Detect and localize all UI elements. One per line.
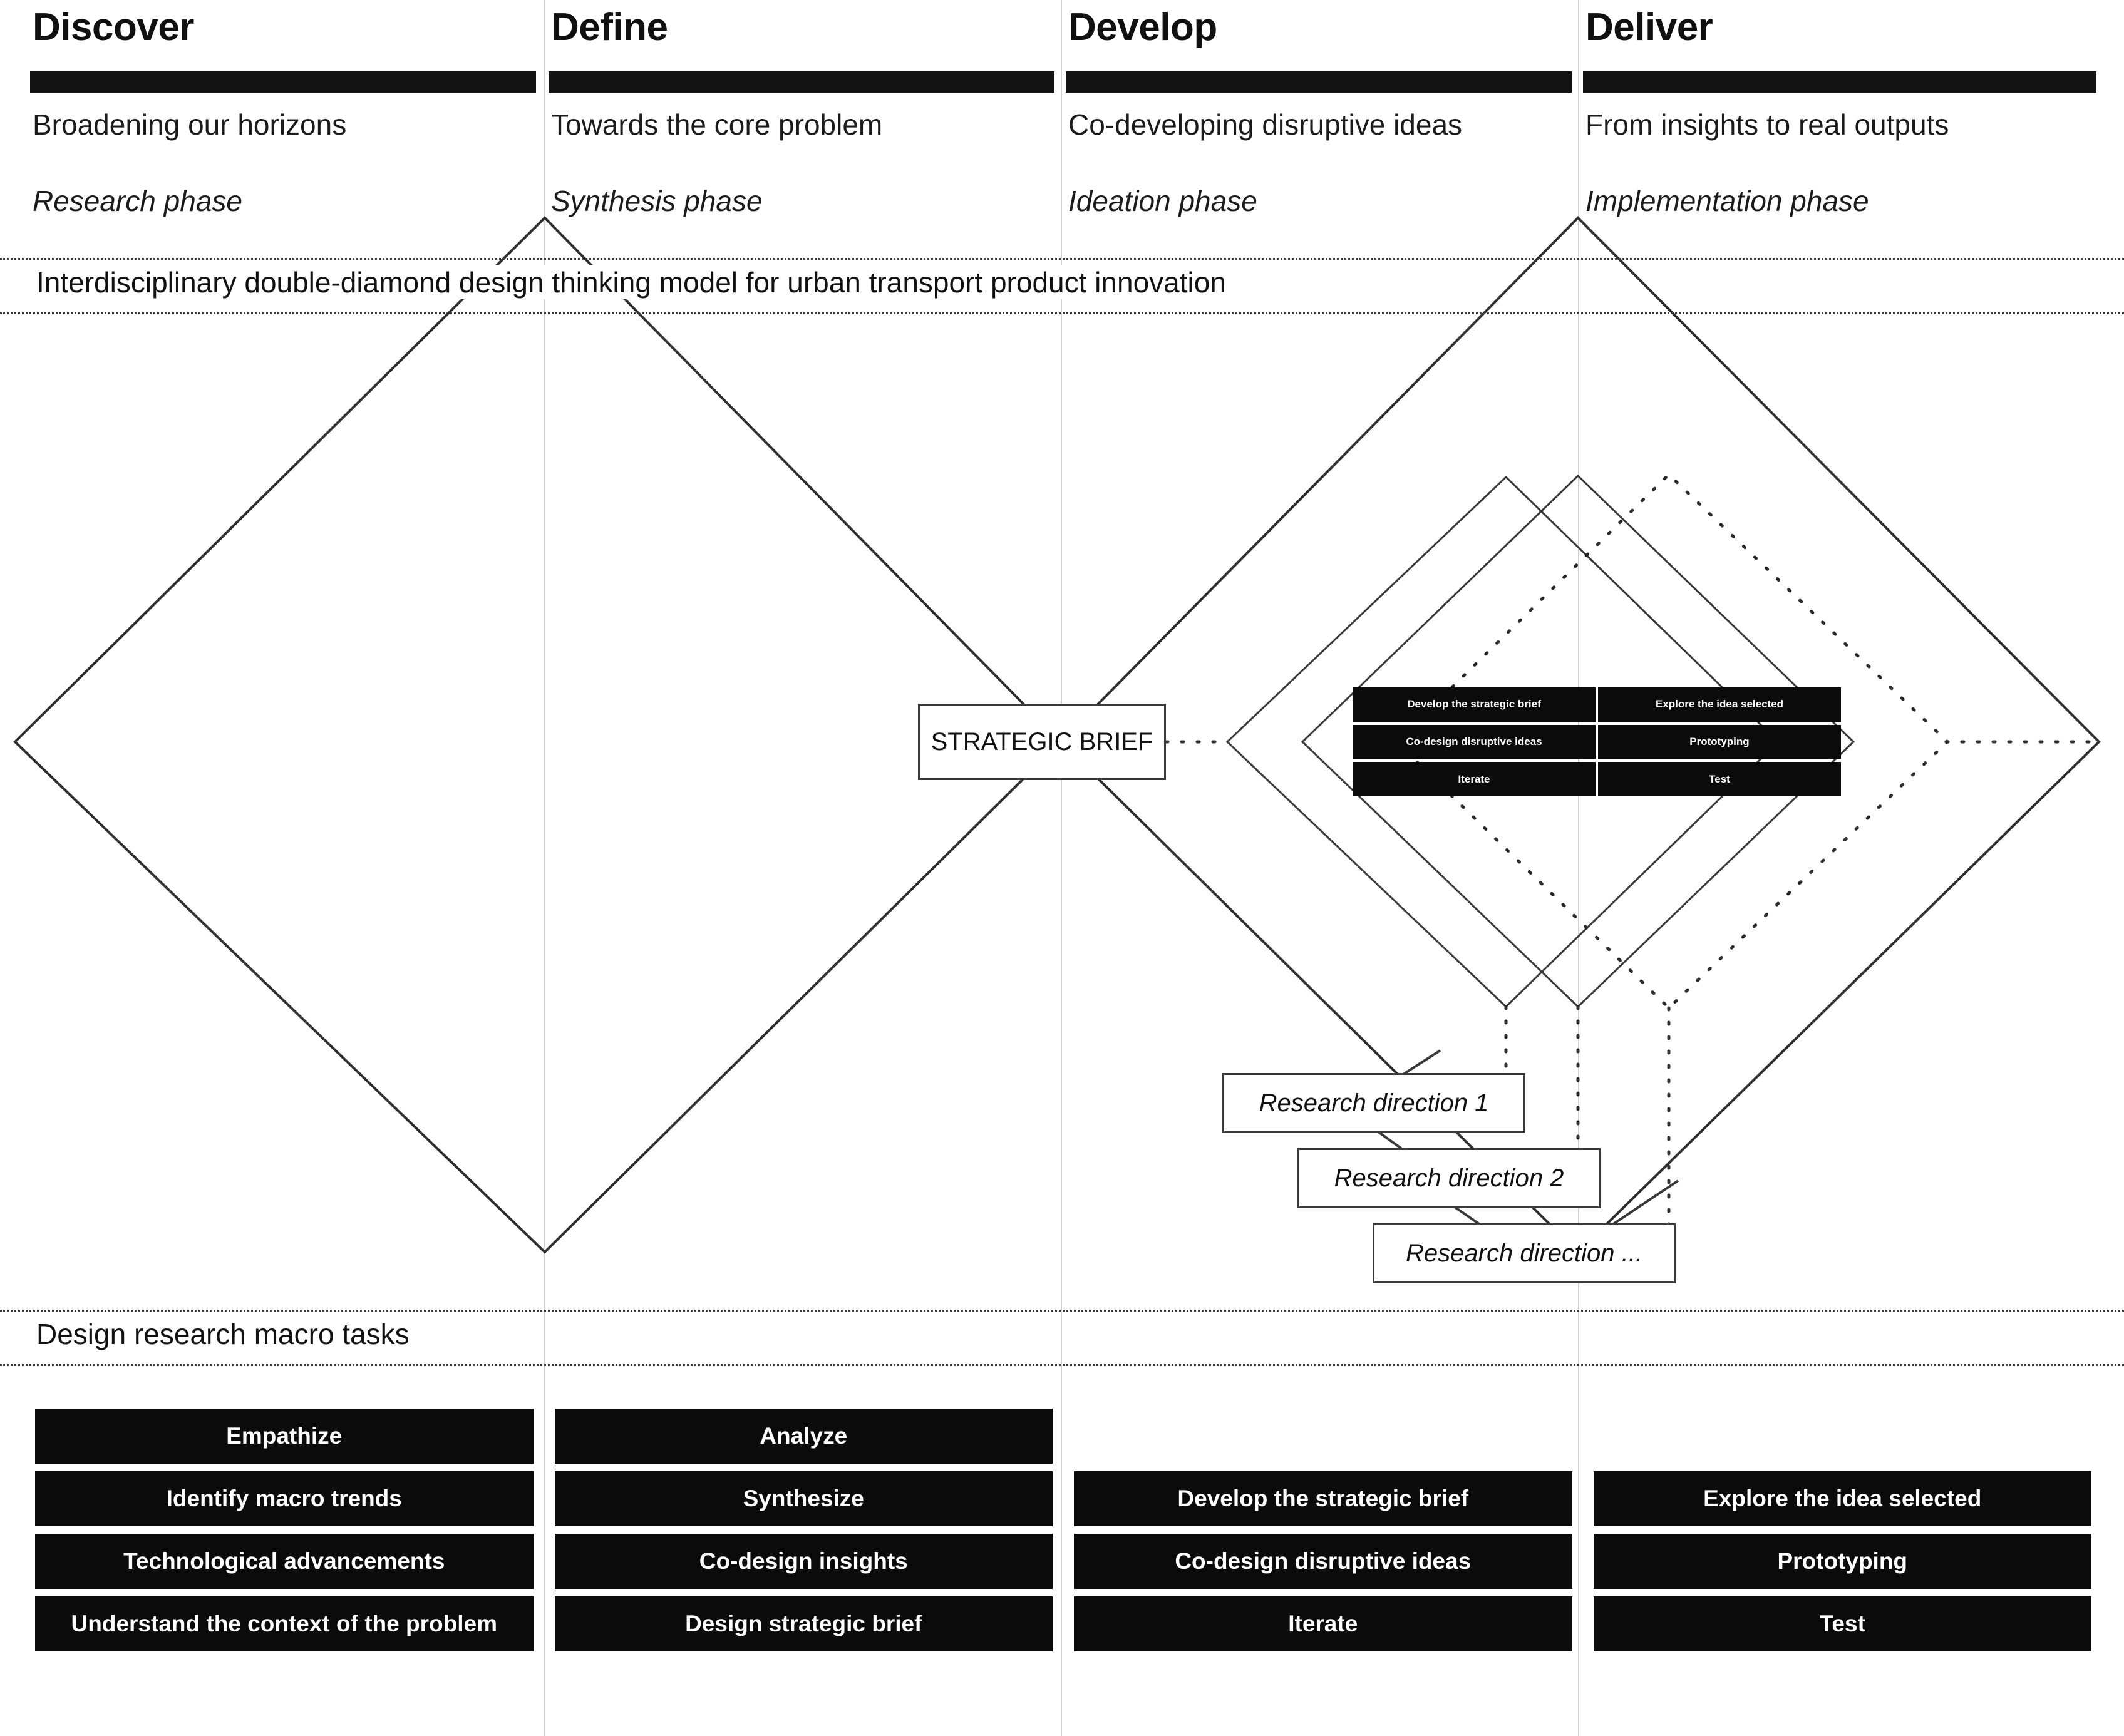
- phase-subtitle-develop: Co-developing disruptive ideas: [1068, 108, 1463, 141]
- macro-caption-label: Design research macro tasks: [33, 1317, 413, 1351]
- mini-table-cell: Co-design disruptive ideas: [1353, 724, 1596, 759]
- research-direction-box-2[interactable]: Research direction 2: [1297, 1148, 1601, 1208]
- macro-task-cell[interactable]: Analyze: [554, 1409, 1053, 1464]
- phase-rule-discover: [30, 71, 536, 93]
- research-direction-label: Research direction ...: [1406, 1239, 1642, 1267]
- phase-subtitle-deliver: From insights to real outputs: [1585, 108, 1949, 141]
- phase-label-define: Synthesis phase: [551, 185, 763, 217]
- phase-title-define: Define: [551, 6, 668, 49]
- macro-task-cell[interactable]: Identify macro trends: [35, 1471, 534, 1526]
- develop-deliver-mini-table: Develop the strategic brief Explore the …: [1353, 687, 1841, 796]
- column-divider-1: [544, 0, 545, 1736]
- band-macro-caption: [0, 1310, 2124, 1366]
- diamond-discover-define: [13, 216, 1063, 1254]
- strategic-brief-box[interactable]: STRATEGIC BRIEF: [918, 704, 1166, 780]
- phase-rule-develop: [1066, 71, 1572, 93]
- macro-task-cell[interactable]: Understand the context of the problem: [35, 1596, 534, 1651]
- macro-task-cell[interactable]: Co-design disruptive ideas: [1074, 1534, 1572, 1589]
- macro-task-cell-empty: [1074, 1409, 1572, 1464]
- research-direction-label: Research direction 2: [1334, 1164, 1564, 1192]
- model-caption-label: Interdisciplinary double-diamond design …: [33, 265, 1230, 299]
- strategic-brief-label: STRATEGIC BRIEF: [931, 727, 1153, 756]
- research-direction-label: Research direction 1: [1259, 1089, 1489, 1117]
- macro-task-cell[interactable]: Develop the strategic brief: [1074, 1471, 1572, 1526]
- band-model-caption: [0, 258, 2124, 314]
- column-divider-2: [1061, 0, 1062, 1736]
- macro-task-cell[interactable]: Empathize: [35, 1409, 534, 1464]
- phase-rule-deliver: [1583, 71, 2096, 93]
- phase-label-deliver: Implementation phase: [1585, 185, 1869, 217]
- research-direction-box-3[interactable]: Research direction ...: [1373, 1223, 1676, 1283]
- macro-task-cell[interactable]: Test: [1593, 1596, 2091, 1651]
- phase-title-develop: Develop: [1068, 6, 1217, 49]
- phase-subtitle-define: Towards the core problem: [551, 108, 883, 141]
- phase-label-discover: Research phase: [33, 185, 242, 217]
- phase-subtitle-discover: Broadening our horizons: [33, 108, 347, 141]
- mini-table-cell: Prototyping: [1598, 724, 1841, 759]
- macro-task-cell[interactable]: Synthesize: [554, 1471, 1053, 1526]
- mini-table-cell: Test: [1598, 762, 1841, 796]
- phase-rule-define: [549, 71, 1054, 93]
- column-divider-3: [1578, 0, 1579, 1736]
- macro-task-cell[interactable]: Prototyping: [1593, 1534, 2091, 1589]
- macro-tasks-grid: Empathize Analyze Identify macro trends …: [35, 1409, 2091, 1651]
- leader-to-direction-3: [1602, 1179, 1679, 1232]
- research-direction-box-1[interactable]: Research direction 1: [1222, 1073, 1525, 1133]
- macro-task-cell[interactable]: Design strategic brief: [554, 1596, 1053, 1651]
- macro-task-cell-empty: [1594, 1409, 2092, 1464]
- phase-title-deliver: Deliver: [1585, 6, 1713, 49]
- mini-table-cell: Explore the idea selected: [1598, 687, 1841, 722]
- phase-label-develop: Ideation phase: [1068, 185, 1257, 217]
- macro-task-cell[interactable]: Co-design insights: [554, 1534, 1053, 1589]
- inner-diamond-b: [1301, 474, 1855, 1009]
- phase-title-discover: Discover: [33, 6, 194, 49]
- mini-table-cell: Iterate: [1353, 762, 1596, 796]
- macro-task-cell[interactable]: Explore the idea selected: [1593, 1471, 2091, 1526]
- mini-table-cell: Develop the strategic brief: [1353, 687, 1596, 722]
- macro-task-cell[interactable]: Technological advancements: [35, 1534, 534, 1589]
- macro-task-cell[interactable]: Iterate: [1074, 1596, 1572, 1651]
